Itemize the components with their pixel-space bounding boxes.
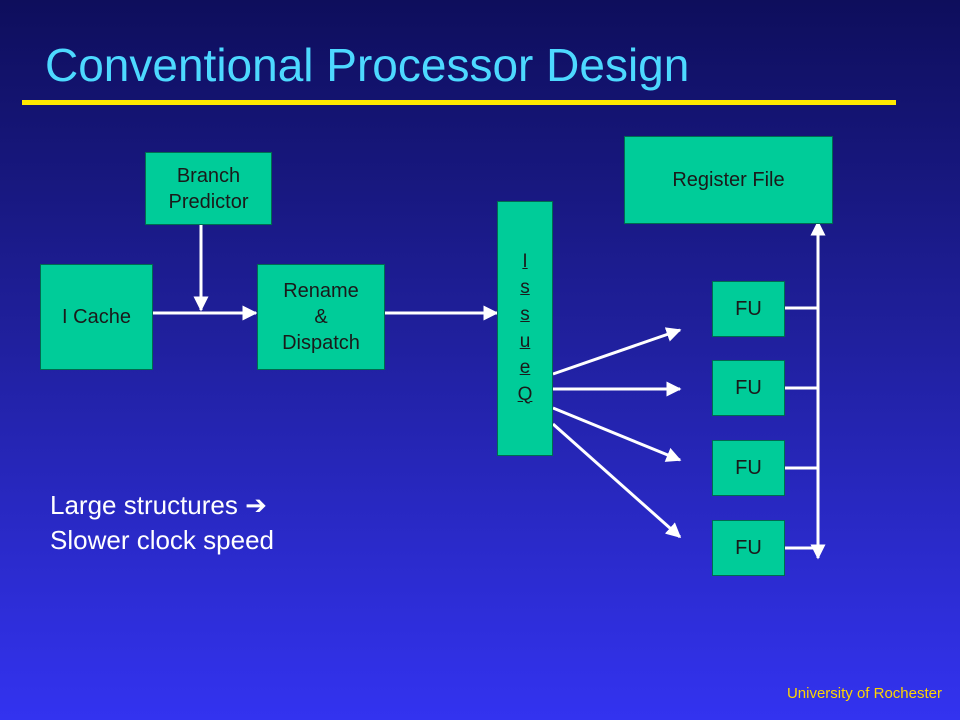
arrow-queue-to-fu4: [552, 422, 682, 539]
functional-unit-box: FU: [712, 440, 785, 496]
functional-unit-label: FU: [735, 298, 762, 320]
issue-queue-label: I s s u e Q: [517, 250, 533, 405]
icache-label: I Cache: [62, 306, 131, 328]
note-line-2: Slower clock speed: [50, 525, 274, 556]
functional-unit-box: FU: [712, 360, 785, 416]
takeaway-note: Large structures ➔ Slower clock speed: [50, 488, 274, 558]
rename-dispatch-label: Rename & Dispatch: [282, 280, 360, 354]
functional-unit-label: FU: [735, 457, 762, 479]
register-file-box: Register File: [624, 136, 833, 224]
arrow-queue-to-fu3: [552, 406, 682, 462]
issue-queue-box: I s s u e Q: [497, 201, 553, 456]
functional-unit-label: FU: [735, 377, 762, 399]
functional-unit-box: FU: [712, 281, 785, 337]
icache-box: I Cache: [40, 264, 153, 370]
functional-unit-box: FU: [712, 520, 785, 576]
slide-title: Conventional Processor Design: [45, 39, 690, 91]
branch-predictor-box: Branch Predictor: [145, 152, 272, 225]
title-underline: [22, 100, 896, 105]
branch-predictor-label: Branch Predictor: [168, 164, 249, 213]
rename-dispatch-box: Rename & Dispatch: [257, 264, 385, 370]
register-file-label: Register File: [672, 169, 785, 191]
arrow-queue-to-fu1: [552, 327, 682, 376]
functional-unit-label: FU: [735, 537, 762, 559]
note-line-1: Large structures ➔: [50, 490, 267, 520]
footer-institution: University of Rochester: [786, 685, 942, 702]
